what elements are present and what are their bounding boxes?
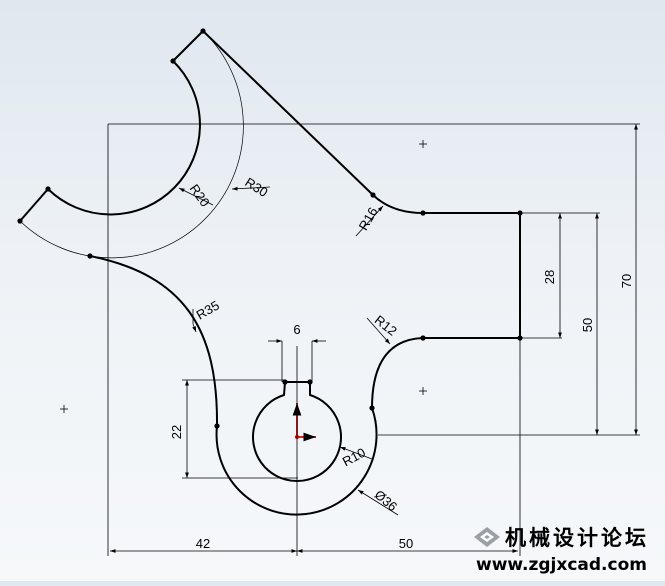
origin-icon[interactable]: [292, 403, 316, 442]
dim-height-70[interactable]: 70: [619, 274, 634, 288]
dim-height-50[interactable]: 50: [580, 318, 595, 332]
watermark: 机械设计论坛 www.zgjxcad.com: [474, 526, 649, 575]
dim-width-42[interactable]: 42: [196, 536, 210, 551]
watermark-logo-icon: [474, 527, 500, 547]
dimension-labels: 6 22 28 50 70 42 50 R20 R30 R16 R35 R12 …: [169, 174, 634, 551]
dim-radius-12[interactable]: R12: [372, 312, 400, 339]
dim-width-50[interactable]: 50: [399, 536, 413, 551]
dim-radius-20[interactable]: R20: [187, 181, 213, 209]
dim-radius-35[interactable]: R35: [194, 298, 222, 323]
dim-width-6[interactable]: 6: [293, 322, 300, 337]
dim-radius-30[interactable]: R30: [242, 174, 270, 200]
dim-height-28[interactable]: 28: [542, 270, 557, 284]
dim-height-22[interactable]: 22: [169, 425, 184, 439]
watermark-url: www.zgjxcad.com: [476, 555, 647, 575]
dim-diameter-36[interactable]: Ø36: [372, 487, 400, 514]
dim-radius-16[interactable]: R16: [356, 205, 381, 233]
sketch-points: [17, 28, 523, 429]
watermark-title: 机械设计论坛: [505, 526, 649, 550]
part-outline: [19, 30, 521, 516]
construction-arcs: [19, 30, 244, 259]
center-marks: [60, 140, 427, 413]
dimension-lines: [110, 124, 638, 556]
